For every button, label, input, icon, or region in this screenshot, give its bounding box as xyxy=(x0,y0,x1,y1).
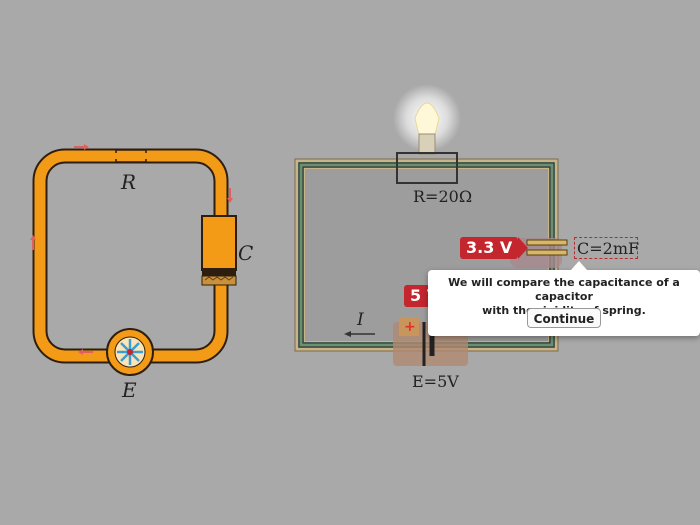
capacitor-voltage-badge: 3.3 V xyxy=(460,237,529,259)
simple-resistor-label: R xyxy=(121,170,137,194)
info-popup: We will compare the capacitance of a cap… xyxy=(428,261,700,336)
simple-capacitor xyxy=(201,215,237,286)
current-label: I xyxy=(357,310,364,330)
emf-value-label: E=5V xyxy=(412,372,459,391)
detailed-resistor xyxy=(396,152,458,184)
svg-text:+: + xyxy=(404,319,416,335)
current-arrows xyxy=(30,144,233,355)
current-arrow-I xyxy=(344,331,375,337)
simple-battery-label: E xyxy=(122,378,137,402)
continue-button[interactable]: Continue xyxy=(527,308,601,328)
popup-message-line1: We will compare the capacitance of a cap… xyxy=(448,276,680,303)
simple-capacitor-label: C xyxy=(238,241,254,265)
capacitance-value-label: C=2mF xyxy=(574,237,639,259)
light-bulb xyxy=(393,84,461,155)
simple-battery-wheel xyxy=(106,328,154,376)
resistance-value-label: R=20Ω xyxy=(413,187,473,206)
